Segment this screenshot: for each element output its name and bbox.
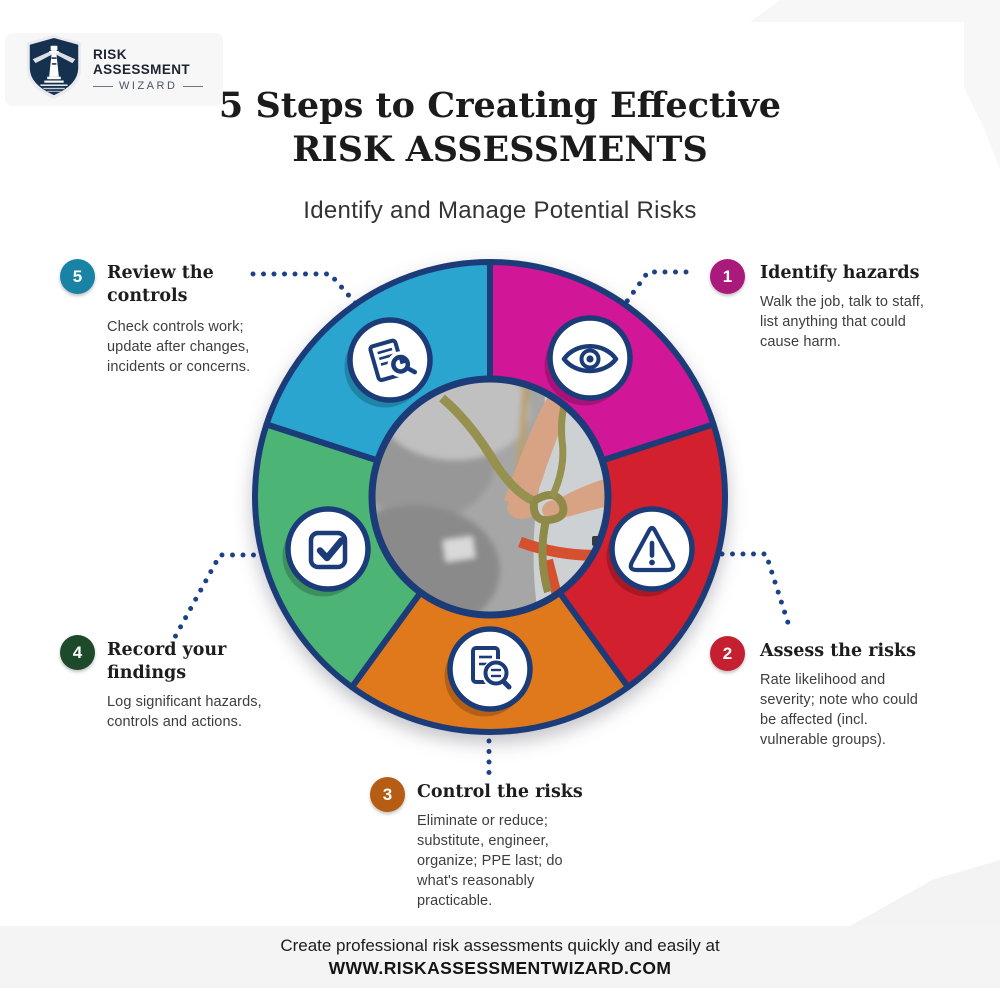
step-2-description: Rate likelihood and severity; note who c… [760, 672, 918, 748]
step-4-title: Record your findings [107, 640, 227, 683]
step-3-title: Control the risks [417, 782, 583, 802]
step-4-callout: Record your findings Log significant haz… [107, 639, 307, 732]
step-2-title: Assess the risks [760, 641, 916, 661]
step-badge-1: 1 [710, 259, 745, 294]
step-3-description: Eliminate or reduce; substitute, enginee… [417, 813, 563, 909]
brand-subname: WIZARD [119, 80, 178, 92]
step-5-description: Check controls work; update after change… [107, 319, 251, 375]
page-title: 5 Steps to Creating Effective RISK ASSES… [218, 85, 782, 170]
step-badge-4: 4 [60, 635, 95, 670]
connector-step2 [719, 551, 793, 632]
connector-step4 [172, 552, 267, 640]
center-photo-ring [368, 375, 612, 619]
corner-decoration [850, 860, 1000, 926]
step-2-callout: Assess the risks Rate likelihood and sev… [760, 640, 938, 750]
eye-icon [561, 344, 619, 374]
brand-logo: RISK ASSESSMENT WIZARD [5, 33, 223, 106]
step-badge-3: 3 [370, 777, 405, 812]
wordmark-rule [183, 85, 204, 87]
brand-name: RISK ASSESSMENT [93, 47, 191, 77]
step-3-callout: Control the risks Eliminate or reduce; s… [417, 781, 587, 911]
wheel-segment-assess-risks [556, 421, 728, 691]
lighthouse-shield-icon [23, 34, 85, 105]
step-badge-2: 2 [710, 636, 745, 671]
wheel-segment-review-controls [263, 259, 493, 464]
document-search-icon [471, 646, 512, 690]
brand-wordmark: RISK ASSESSMENT WIZARD [93, 47, 223, 92]
review-document-icon [368, 338, 418, 383]
corner-decoration [750, 0, 1000, 22]
climbing-harness-rope-photo [372, 379, 608, 615]
step-badge-5: 5 [60, 259, 95, 294]
connector-step1 [622, 269, 689, 307]
warning-triangle-icon [628, 525, 676, 573]
step-5-callout: Review the controls Check controls work;… [107, 262, 257, 377]
footer-website-url: WWW.RISKASSESSMENTWIZARD.COM [328, 957, 672, 978]
step-1-title: Identify hazards [760, 263, 920, 283]
wheel-segment-identify-hazards [487, 259, 717, 464]
step-1-callout: Identify hazards Walk the job, talk to s… [760, 262, 935, 352]
wheel-segment-control-risks [348, 589, 632, 735]
step-5-title: Review the controls [107, 263, 214, 306]
step-1-description: Walk the job, talk to staff, list anythi… [760, 294, 924, 350]
step-4-description: Log significant hazards, controls and ac… [107, 694, 262, 730]
footer: Create professional risk assessments qui… [0, 926, 1000, 988]
page-subtitle: Identify and Manage Potential Risks [303, 197, 697, 224]
wordmark-rule [93, 85, 113, 87]
header: 5 Steps to Creating Effective RISK ASSES… [0, 84, 1000, 225]
checkbox-icon [308, 530, 348, 570]
footer-tagline: Create professional risk assessments qui… [280, 935, 720, 955]
connector-step5 [250, 271, 361, 309]
